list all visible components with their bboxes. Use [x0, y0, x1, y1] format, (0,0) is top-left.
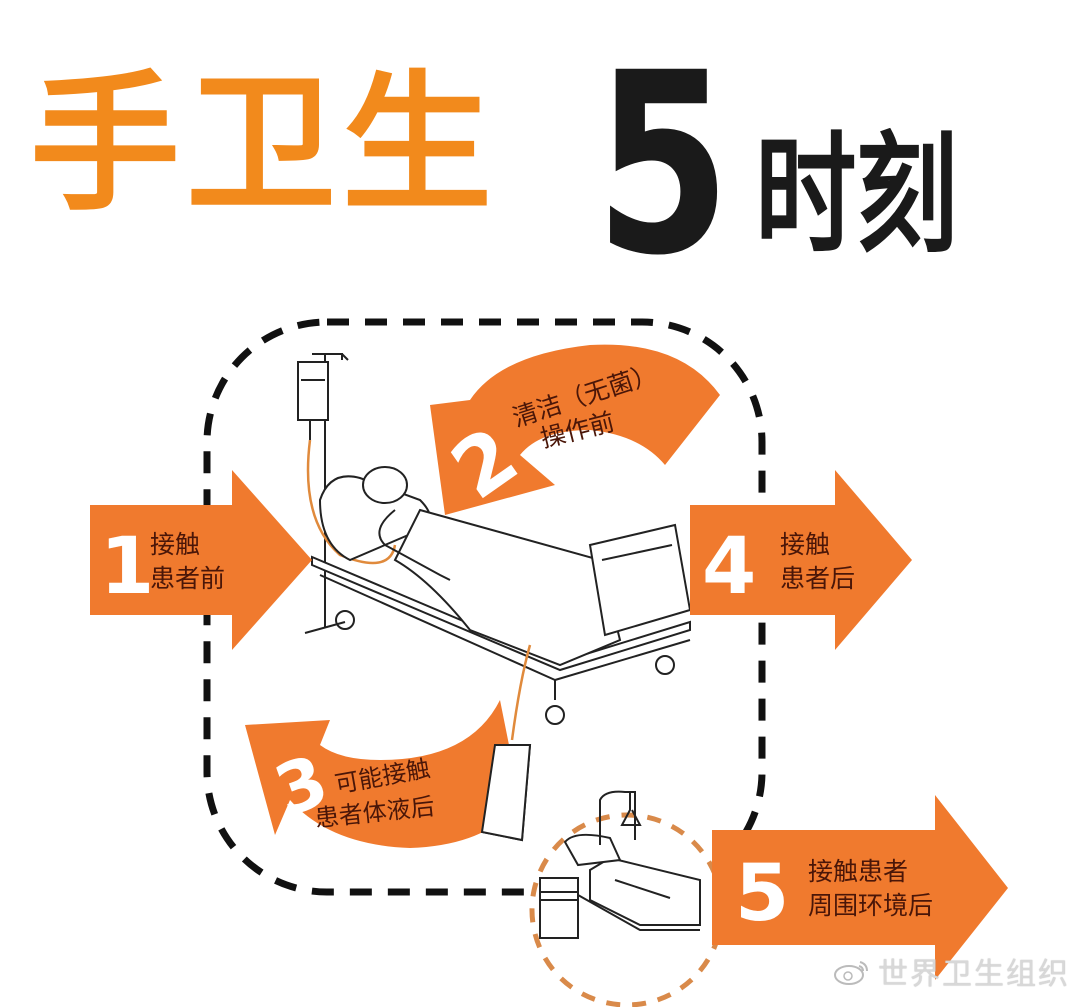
drainage-bag [480, 744, 532, 842]
weibo-icon [834, 961, 868, 985]
patient-surroundings-inset [529, 790, 725, 1007]
title-number-five: 5 [595, 19, 731, 310]
moment-5-line1: 接触患者 [808, 857, 908, 886]
moment-1-number: 1 [100, 522, 154, 612]
moment-5-line2: 周围环境后 [808, 891, 933, 920]
moment-1-line2: 患者前 [150, 564, 225, 593]
watermark: 世界卫生组织 [832, 949, 1070, 993]
moment-5-arrow[interactable]: 5 接触患者 周围环境后 [712, 795, 1008, 980]
moment-4-line1: 接触 [780, 530, 830, 559]
moment-4-number: 4 [702, 522, 756, 612]
moment-5-number: 5 [735, 849, 789, 939]
moment-2-arrow[interactable]: 2 清洁（无菌） 操作前 [430, 344, 720, 518]
watermark-text: 世界卫生组织 [878, 957, 1070, 992]
patient-bed-illustration [297, 353, 692, 842]
moment-1-arrow[interactable]: 1 接触 患者前 [90, 470, 312, 650]
moment-1-line1: 接触 [150, 530, 200, 559]
moment-4-line2: 患者后 [780, 564, 855, 593]
title-hand-hygiene: 手卫生 [30, 58, 499, 232]
moment-3-arrow[interactable]: 3 可能接触 患者体液后 [245, 700, 520, 848]
title-moments: 时刻 [755, 119, 958, 271]
moment-4-arrow[interactable]: 4 接触 患者后 [690, 470, 912, 650]
